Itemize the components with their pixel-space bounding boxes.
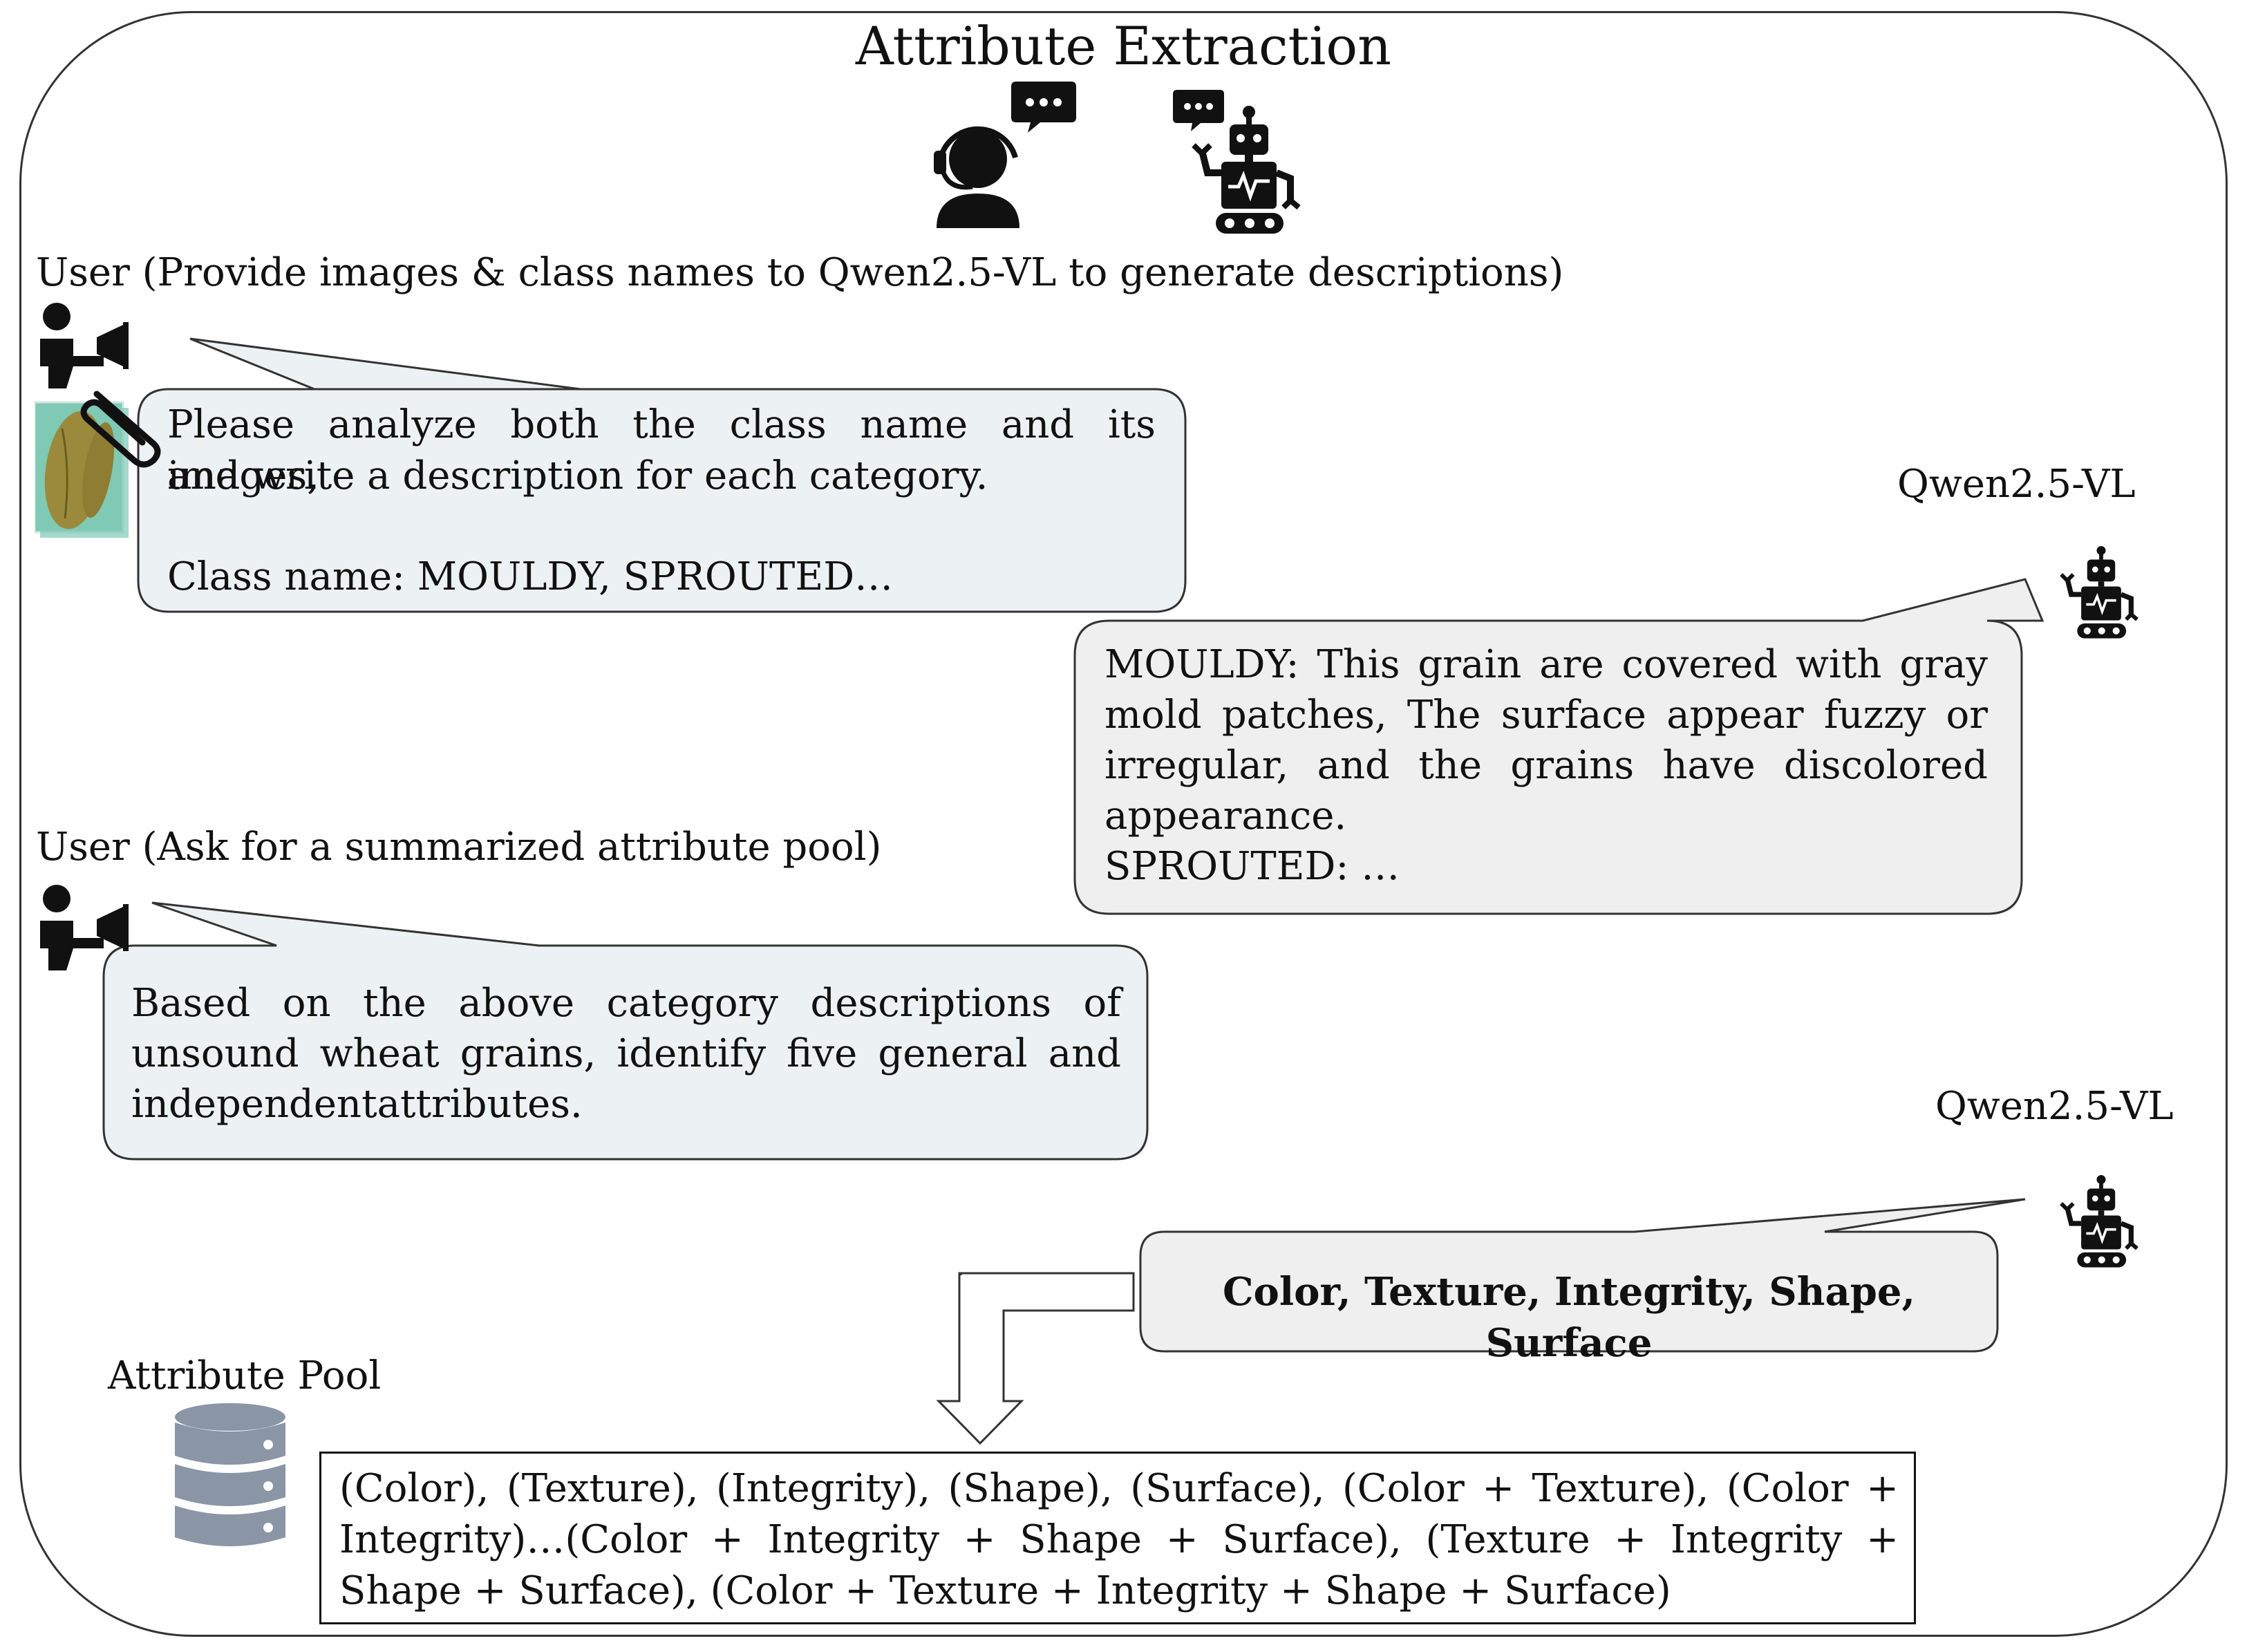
qwen-bubble-2 bbox=[1139, 1198, 2026, 1353]
pool-label: Attribute Pool bbox=[108, 1353, 382, 1398]
user-bubble-2 bbox=[102, 901, 1149, 1161]
qwen-label-1: Qwen2.5-VL bbox=[1897, 462, 2136, 507]
qwen-response-1-line-3: irregular, and the grains have discolore… bbox=[1104, 743, 1988, 788]
diagram-title: Attribute Extraction bbox=[855, 15, 1392, 77]
attribute-pool-text: (Color), (Texture), (Integrity), (Shape)… bbox=[339, 1466, 1899, 1613]
header-icons bbox=[934, 82, 1301, 234]
grain-image-thumbnail bbox=[35, 401, 129, 538]
diagram-frame bbox=[19, 11, 2228, 1637]
user-prompt-1-line-1: Please analyze both the class name and i… bbox=[167, 402, 1156, 498]
arrow-down-icon bbox=[936, 1272, 1135, 1445]
user-label-2: User (Ask for a summarized attribute poo… bbox=[36, 825, 882, 870]
user-prompt-1-line-2: and write a description for each categor… bbox=[167, 453, 988, 498]
qwen-response-2: Color, Texture, Integrity, Shape, Surfac… bbox=[1222, 1269, 1916, 1366]
chat-bubble-icon bbox=[1173, 90, 1224, 131]
megaphone-user-icon bbox=[40, 885, 129, 970]
user-prompt-2-line-3: independentattributes. bbox=[131, 1082, 583, 1127]
user-bubble-1 bbox=[137, 337, 1187, 613]
qwen-response-1-line-1: MOULDY: This grain are covered with gray bbox=[1104, 642, 1988, 687]
database-icon bbox=[175, 1403, 285, 1546]
user-label-1: User (Provide images & class names to Qw… bbox=[36, 250, 1564, 295]
user-attachment-group bbox=[35, 303, 161, 538]
headset-user-icon bbox=[934, 120, 1019, 228]
user-prompt-1-line-3: Class name: MOULDY, SPROUTED… bbox=[167, 554, 894, 599]
attribute-pool-box: (Color), (Texture), (Integrity), (Shape)… bbox=[319, 1452, 1916, 1624]
user-prompt-2-line-2: unsound wheat grains, identify five gene… bbox=[131, 1031, 1121, 1076]
qwen-label-2: Qwen2.5-VL bbox=[1935, 1084, 2174, 1129]
robot-icon bbox=[1192, 106, 1301, 234]
user-prompt-2-line-1: Based on the above category descriptions… bbox=[131, 981, 1121, 1026]
robot-icon bbox=[2060, 545, 2138, 639]
paperclip-icon bbox=[80, 391, 161, 468]
qwen-response-1-line-4: appearance. bbox=[1104, 794, 1347, 838]
qwen-response-1-line-5: SPROUTED: … bbox=[1104, 844, 1400, 889]
qwen-response-1-line-2: mold patches, The surface appear fuzzy o… bbox=[1104, 693, 1988, 738]
megaphone-user-icon bbox=[40, 303, 129, 388]
qwen-bubble-1 bbox=[1073, 578, 2044, 915]
robot-icon bbox=[2060, 1174, 2138, 1268]
chat-bubble-icon bbox=[1011, 82, 1076, 133]
